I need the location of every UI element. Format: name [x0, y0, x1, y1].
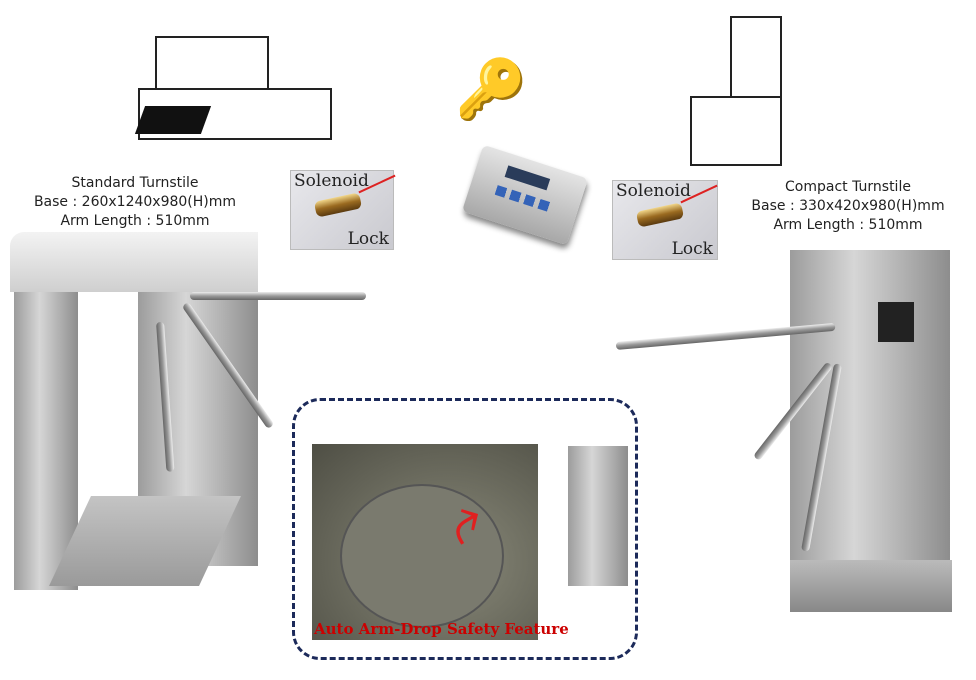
arm-drop-closeup: ⤶ [312, 444, 538, 640]
compact-title: Compact Turnstile [785, 179, 911, 195]
compact-body-sketch [690, 96, 782, 166]
safety-feature-frame [292, 398, 638, 660]
compact-turnstile-body [790, 250, 950, 590]
compact-lid-sketch [730, 16, 782, 100]
compact-base: Base : 330x420x980(H)mm [751, 198, 945, 214]
compact-turnstile-base [790, 560, 952, 612]
solenoid-label: Solenoid [294, 171, 369, 191]
solenoid-lock-right: Solenoid Lock [612, 180, 718, 260]
controller-device [461, 144, 589, 246]
solenoid-label: Solenoid [616, 181, 691, 201]
standard-title: Standard Turnstile [71, 175, 199, 191]
standard-turnstile-top [10, 232, 258, 292]
compact-specs: Compact Turnstile Base : 330x420x980(H)m… [720, 178, 976, 235]
compact-turnstile-window [878, 302, 914, 342]
mini-turnstile [568, 446, 628, 586]
standard-arm [190, 292, 366, 300]
standard-specs: Standard Turnstile Base : 260x1240x980(H… [10, 174, 260, 231]
lock-label: Lock [671, 239, 713, 259]
standard-base: Base : 260x1240x980(H)mm [33, 194, 237, 210]
compact-arm: Arm Length : 510mm [773, 217, 923, 233]
solenoid-lock-left: Solenoid Lock [290, 170, 396, 250]
safety-caption: Auto Arm-Drop Safety Feature [314, 620, 569, 638]
standard-turnstile-left-post [14, 290, 78, 590]
keys-icon: 🔑 [455, 55, 528, 123]
lock-label: Lock [347, 229, 389, 249]
standard-arm: Arm Length : 510mm [60, 213, 210, 229]
standard-lid-black [134, 106, 212, 134]
